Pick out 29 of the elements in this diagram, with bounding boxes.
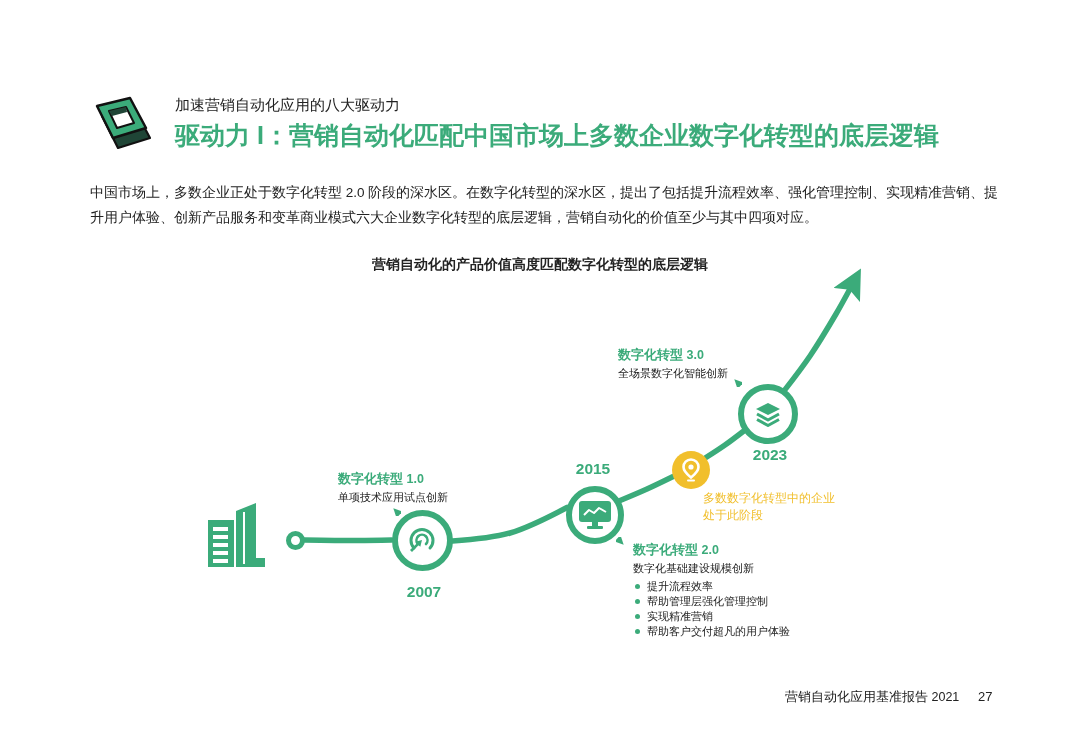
timeline-line [702, 428, 747, 461]
intro-paragraph: 中国市场上，多数企业正处于数字化转型 2.0 阶段的深水区。在数字化转型的深水区，提出了包括提升流程效率、强化管理控制、实现精准营销、提升用户体验、创新产品服务和变革商业模式六大企业数字化转型的底层逻辑，营销自动化的价值至少与其中四项对应。 [90, 184, 1000, 227]
start-ring [285, 530, 305, 550]
stage-description: 单项技术应用试点创新 [338, 490, 448, 504]
highlight-circle [672, 451, 710, 489]
stage-title: 数字化转型 1.0 [338, 471, 424, 487]
milestone-circle [738, 384, 798, 444]
year-label: 2023 [752, 446, 788, 463]
stage-description: 全场景数字化智能创新 [618, 366, 728, 380]
page-title: 驱动力 I：营销自动化匹配中国市场上多数企业数字化转型的底层逻辑 [175, 120, 939, 151]
stage-note: 多数数字化转型中的企业处于此阶段 [703, 490, 836, 524]
milestone-circle [391, 509, 453, 571]
year-label: 2007 [406, 583, 442, 600]
bullet-text: 帮助管理层强化管理控制 [647, 595, 768, 608]
section-subtitle: 加速营销自动化应用的八大驱动力 [175, 95, 400, 115]
bullet-text: 实现精准营销 [647, 610, 713, 623]
chart-title: 营销自动化的产品价值高度匹配数字化转型的底层逻辑 [372, 256, 708, 274]
timeline-arrow [782, 268, 861, 393]
report-name: 营销自动化应用基准报告 2021 [785, 689, 960, 705]
bullet-text: 提升流程效率 [647, 580, 713, 593]
stage-description: 数字化基础建设规模创新 [633, 561, 754, 575]
timeline-line [301, 537, 395, 544]
milestone-circle [566, 486, 624, 544]
bullet-text: 帮助客户交付超凡的用户体验 [647, 625, 790, 638]
stage-title: 数字化转型 3.0 [618, 347, 704, 363]
timeline-line [617, 473, 676, 504]
page-number: 27 [978, 689, 993, 705]
year-label: 2015 [575, 460, 611, 477]
stage-title: 数字化转型 2.0 [633, 542, 719, 558]
